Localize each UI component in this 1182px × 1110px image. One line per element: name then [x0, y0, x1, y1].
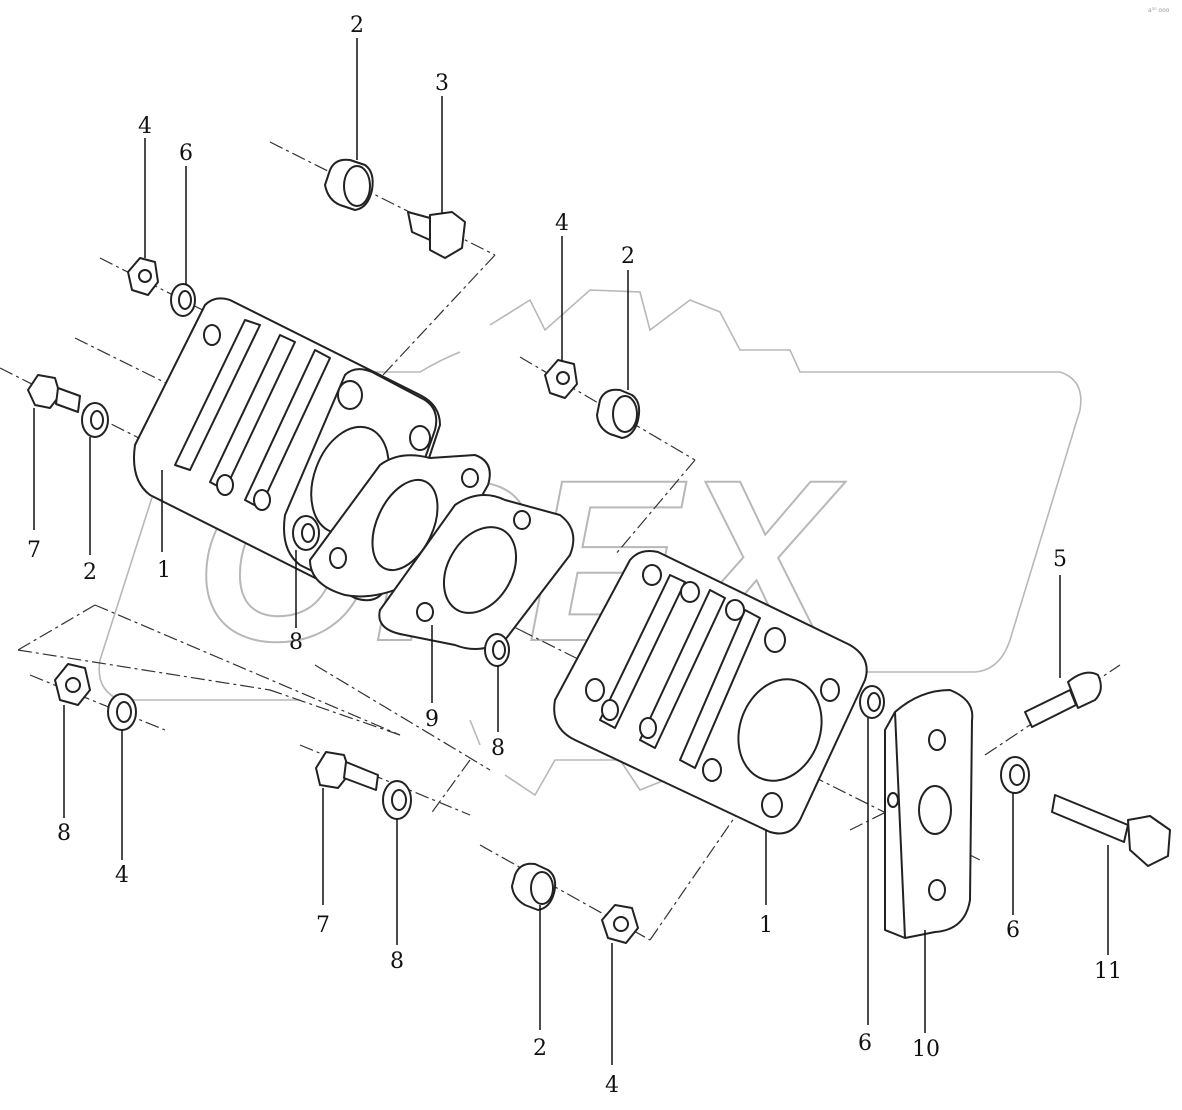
callout-label: 1: [157, 558, 171, 583]
callout-label: 8: [491, 736, 505, 761]
flange-stack-left: [133, 297, 441, 602]
callout-label: 8: [289, 630, 303, 655]
callout-label: 8: [57, 821, 71, 846]
callout-label: 2: [350, 13, 364, 38]
callout-labels: 2 3 4 6 4 2 7 2 1 8 5 8 4 9 8 7 8 1 6 11…: [27, 13, 1122, 1098]
callout-label: 2: [533, 1036, 547, 1061]
callout-label: 6: [858, 1031, 872, 1056]
flange-stack-right: [553, 550, 868, 835]
callout-label: 11: [1094, 959, 1122, 984]
flange-plate: [378, 494, 575, 650]
callout-label: 3: [435, 71, 449, 96]
callout-label: 1: [759, 913, 773, 938]
callout-label: 6: [1006, 918, 1020, 943]
corner-mark: a³⁰ ooo: [1148, 7, 1170, 14]
hardware: [27, 158, 1171, 944]
callout-label: 2: [83, 560, 97, 585]
callout-label: 2: [621, 244, 635, 269]
callout-label: 8: [390, 949, 404, 974]
callout-label: 7: [316, 913, 330, 938]
clamp-plate: [884, 689, 974, 939]
callout-label: 9: [425, 707, 439, 732]
callout-label: 7: [27, 538, 41, 563]
callout-label: 6: [179, 141, 193, 166]
callout-label: 4: [115, 863, 129, 888]
callout-label: 10: [912, 1037, 940, 1062]
callout-label: 4: [605, 1073, 619, 1098]
leader-lines: [33, 38, 1109, 1065]
callout-label: 4: [138, 114, 152, 139]
callout-label: 5: [1053, 547, 1067, 572]
callout-label: 4: [555, 211, 569, 236]
